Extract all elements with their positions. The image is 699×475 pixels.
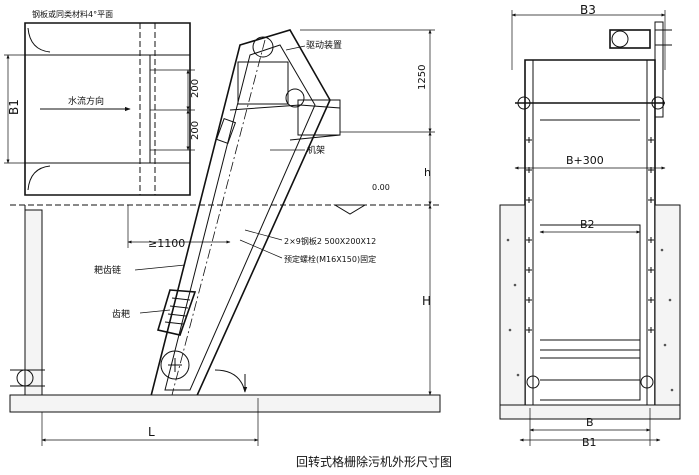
- side-view: 钢板或同类材料4°平面 B1 水流方向 200 200 驱动装置 1250 机架…: [4, 9, 441, 446]
- anchor-note-1: 2×9钢板2 500X200X12: [284, 236, 376, 246]
- anchor-note-2: 预定螺栓(M16X150)固定: [284, 254, 376, 264]
- channel-note: 钢板或同类材料4°平面: [32, 9, 113, 19]
- front-view: B3 B+300 B2 B B1: [499, 3, 681, 449]
- dim-b-plus-300: B+300: [566, 154, 604, 167]
- dim-b3: B3: [580, 3, 596, 17]
- dim-200-top: 200: [190, 79, 201, 98]
- dim-h-small: h: [424, 166, 431, 179]
- dim-200-bottom: 200: [190, 121, 201, 140]
- tooth-label: 齿耙: [112, 309, 130, 320]
- bolt-marks: [526, 137, 654, 333]
- concrete-walls: [499, 204, 681, 420]
- dim-b2: B2: [580, 218, 595, 231]
- drawing-caption: 回转式格栅除污机外形尺寸图: [296, 454, 452, 469]
- channel-plan: [4, 22, 195, 196]
- frame-label: 机架: [307, 144, 325, 156]
- dim-b: B: [586, 416, 594, 429]
- dim-1100: ≥1100: [148, 237, 185, 250]
- drive-label: 驱动装置: [306, 39, 342, 51]
- flow-label: 水流方向: [68, 95, 104, 107]
- dim-h-big: H: [422, 294, 431, 308]
- rake-frame: [148, 29, 341, 401]
- dim-l: L: [148, 425, 155, 439]
- ground-section: [9, 204, 441, 413]
- dim-b1-right: B1: [582, 436, 597, 449]
- dim-1250: 1250: [417, 65, 428, 90]
- elevation-label: 0.00: [372, 183, 390, 192]
- side-dimensions: [41, 29, 435, 446]
- leader-lines: [134, 45, 306, 314]
- dim-b1-left: B1: [7, 99, 21, 115]
- rake-label: 耙齿链: [94, 264, 121, 276]
